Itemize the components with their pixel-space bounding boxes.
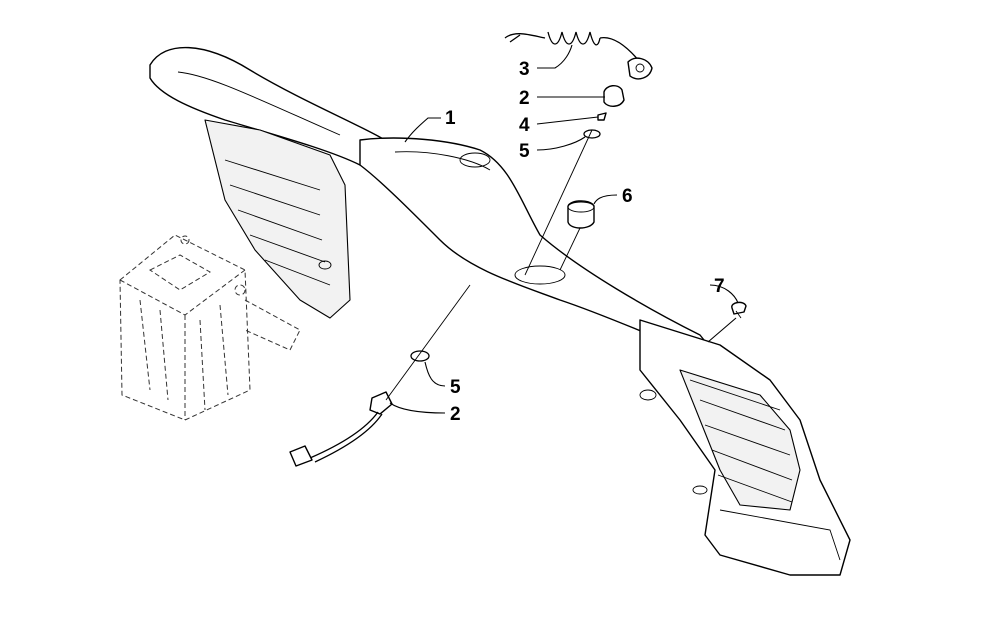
screw-part <box>731 301 747 319</box>
callout-4: 4 <box>519 115 530 136</box>
callout-5-bottom: 5 <box>450 377 461 398</box>
assembly-axes <box>385 129 593 401</box>
grommet-plug-part <box>567 200 595 229</box>
callout-3: 3 <box>519 59 530 80</box>
callout-2-top: 2 <box>519 88 530 109</box>
pin-part <box>597 112 607 121</box>
reference-battery-box <box>119 234 301 421</box>
seat-console-part <box>149 46 851 576</box>
callout-6: 6 <box>622 186 633 207</box>
leader-lines <box>389 44 739 414</box>
callout-5-top: 5 <box>519 141 530 162</box>
washer-part-bottom <box>410 350 430 362</box>
knob-part <box>603 85 625 107</box>
callout-7: 7 <box>714 276 725 297</box>
spring-tether-part <box>504 31 653 80</box>
switch-cable-part <box>289 391 393 467</box>
callout-1: 1 <box>445 108 456 129</box>
callout-2-bottom: 2 <box>450 404 461 425</box>
washer-part-top <box>583 129 601 139</box>
